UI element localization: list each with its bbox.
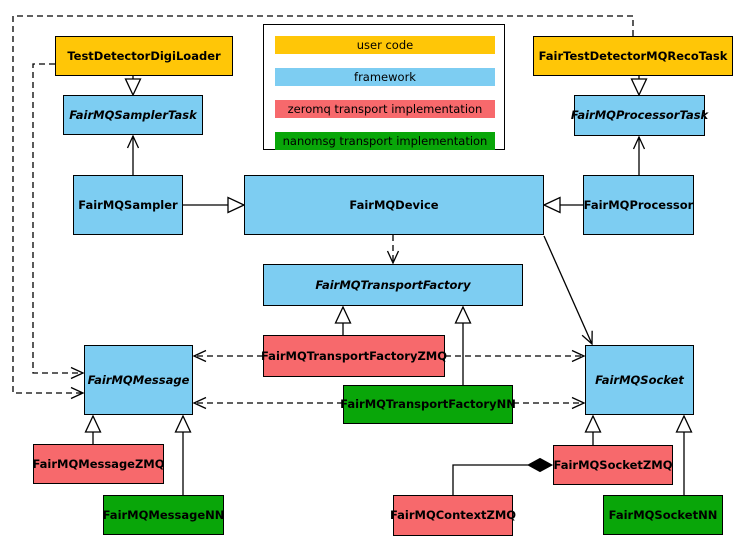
edge-inheritance-fairmq-sampler--fairmq-device: [183, 196, 246, 214]
edge-dependency-test-detector-digi-loader--fairmq-message: [32, 63, 85, 380]
node-fairmq-context-zmq: FairMQContextZMQ: [390, 495, 516, 536]
node-test-detector-digi-loader: TestDetectorDigiLoader: [55, 36, 233, 76]
edge-dependency-fairmq-transport-factory-nn--fairmq-socket: [513, 396, 586, 410]
node-fairmq-sampler-task: FairMQSamplerTask: [63, 95, 203, 135]
edge-dependency-fairmq-device--fairmq-transport-factory: [386, 235, 400, 265]
node-fairmq-sampler: FairMQSampler: [73, 175, 183, 235]
node-fairmq-processor-task: FairMQProcessorTask: [571, 95, 708, 136]
legend: user code framework zeromq transport imple…: [263, 24, 505, 150]
edge-dependency-fair-test-detector-mq-reco-task--fairmq-message: [12, 15, 634, 400]
node-fair-test-detector-mq-reco-task: FairTestDetectorMQRecoTask: [533, 36, 733, 76]
node-fairmq-transport-factory: FairMQTransportFactory: [263, 264, 523, 306]
node-fairmq-device: FairMQDevice: [244, 175, 544, 235]
edge-inheritance-fairmq-message-zmq--fairmq-message: [84, 414, 102, 444]
node-fairmq-message-zmq: FairMQMessageZMQ: [32, 444, 165, 484]
edge-inheritance-fairmq-transport-factory-zmq--fairmq-transport-factory: [334, 305, 352, 335]
edge-association-fairmq-device--fairmq-socket: [543, 235, 593, 346]
edge-inheritance-fairmq-socket-zmq--fairmq-socket: [584, 414, 602, 445]
node-fairmq-socket: FairMQSocket: [585, 345, 694, 415]
edge-dependency-fairmq-transport-factory-zmq--fairmq-message: [192, 349, 263, 363]
node-fairmq-socket-nn: FairMQSocketNN: [603, 495, 723, 535]
node-fairmq-transport-factory-nn: FairMQTransportFactoryNN: [340, 385, 516, 424]
edge-inheritance-fair-test-detector-mq-reco-task--fairmq-processor-task: [630, 76, 648, 97]
edge-inheritance-fairmq-processor--fairmq-device: [542, 196, 583, 214]
legend-item-zeromq: zeromq transport implementation: [275, 100, 495, 118]
edge-inheritance-fairmq-transport-factory-nn--fairmq-transport-factory: [454, 305, 472, 385]
edge-inheritance-fairmq-message-nn--fairmq-message: [174, 414, 192, 495]
edge-dependency-fairmq-transport-factory-zmq--fairmq-socket: [445, 349, 586, 363]
node-fairmq-message: FairMQMessage: [84, 345, 193, 415]
edge-inheritance-test-detector-digi-loader--fairmq-sampler-task: [124, 76, 142, 97]
edge-association-fairmq-sampler--fairmq-sampler-task: [126, 134, 140, 175]
legend-item-framework: framework: [275, 68, 495, 86]
edge-dependency-fairmq-transport-factory-nn--fairmq-message: [192, 396, 343, 410]
legend-item-nanomsg: nanomsg transport implementation: [275, 132, 495, 150]
edge-association-fairmq-processor--fairmq-processor-task: [632, 135, 646, 175]
node-fairmq-socket-zmq: FairMQSocketZMQ: [553, 445, 673, 485]
node-fairmq-message-nn: FairMQMessageNN: [103, 495, 224, 535]
node-fairmq-transport-factory-zmq: FairMQTransportFactoryZMQ: [261, 335, 447, 377]
edge-composition-fairmq-context-zmq--fairmq-socket-zmq: [452, 457, 554, 495]
node-fairmq-processor: FairMQProcessor: [583, 175, 694, 235]
edge-inheritance-fairmq-socket-nn--fairmq-socket: [675, 414, 693, 495]
legend-item-user: user code: [275, 36, 495, 54]
